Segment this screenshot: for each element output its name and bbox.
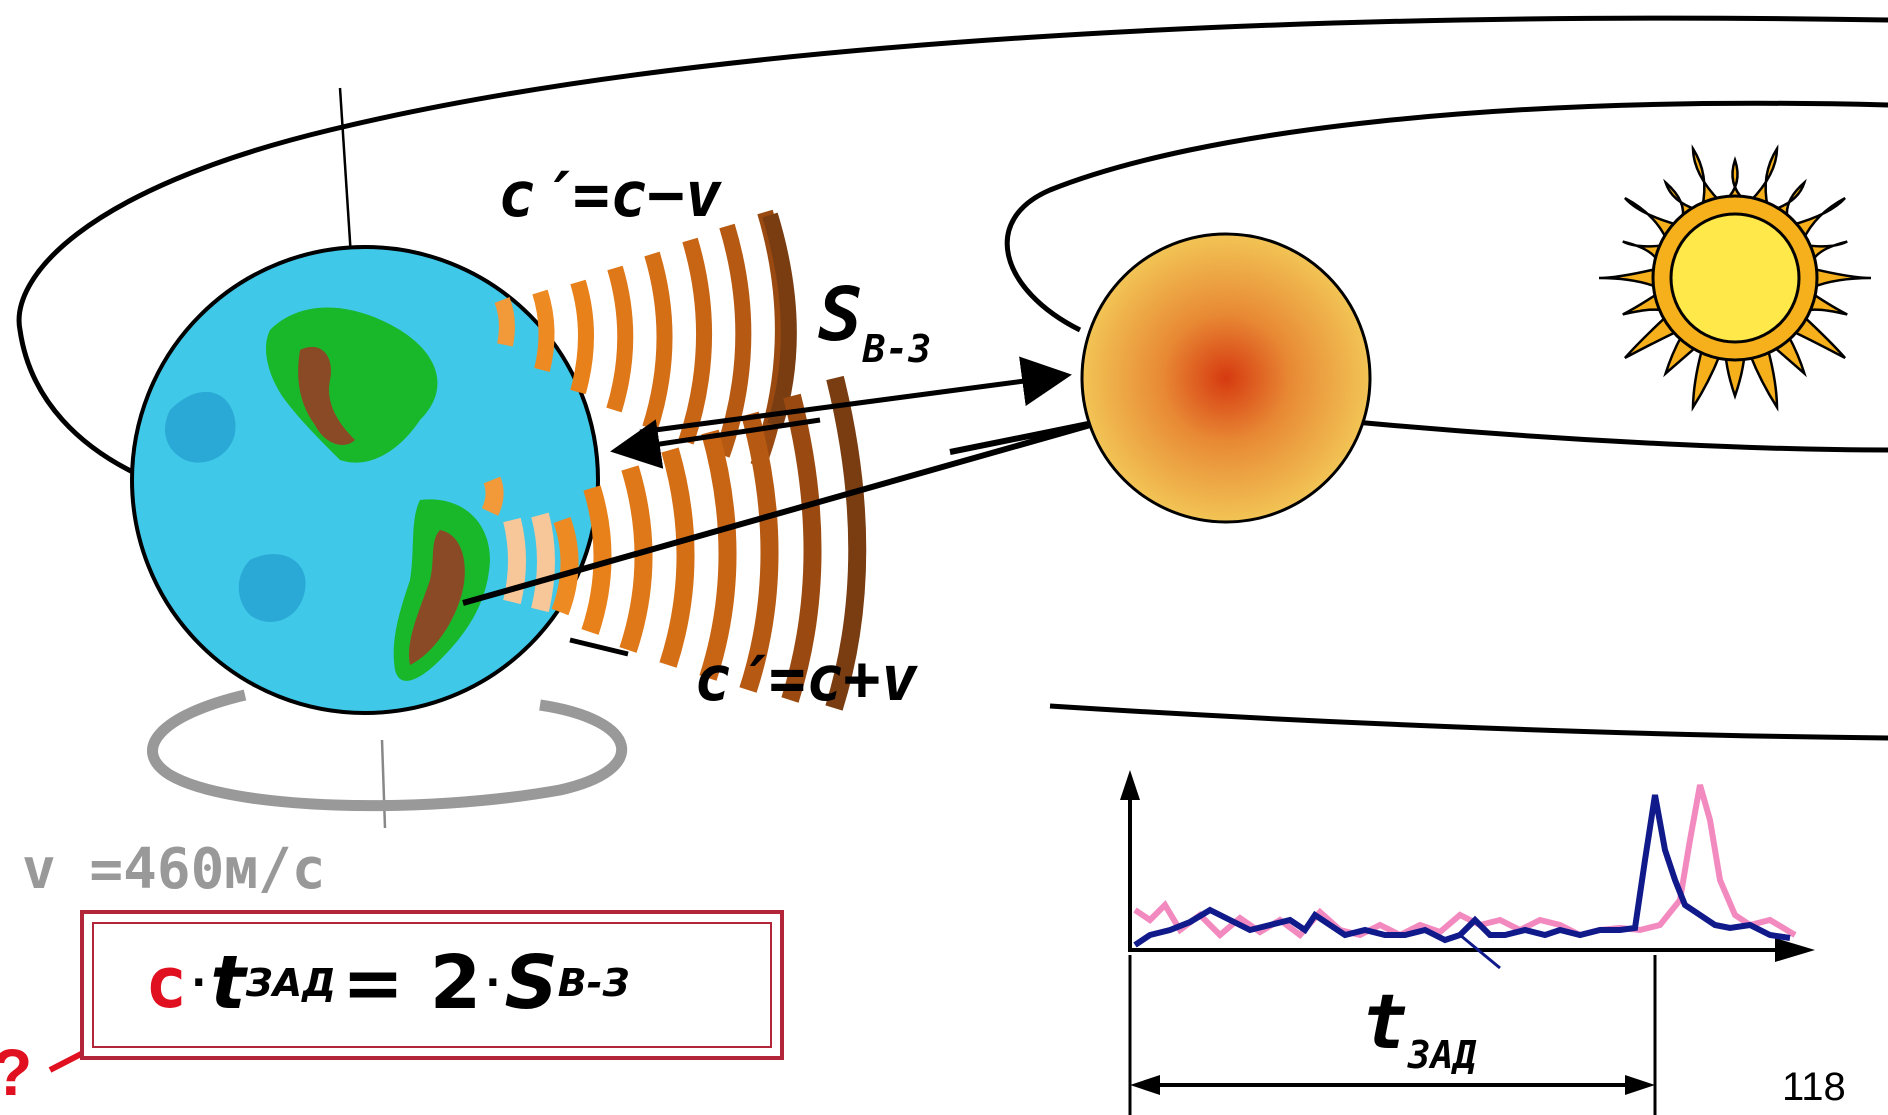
label-c-minus-v: c′=c−v xyxy=(498,158,723,231)
venus-orbit-lower xyxy=(1354,419,1888,453)
sun-ray xyxy=(1691,347,1722,412)
question-mark: ? xyxy=(0,1035,32,1109)
distance-arrow-out xyxy=(639,356,1072,435)
echo-curve-navy xyxy=(1133,794,1791,948)
page-number: 118 xyxy=(1782,1065,1846,1109)
sun-ray xyxy=(1724,354,1746,400)
sun-ray xyxy=(1790,196,1846,243)
formula-t-sub: ЗАД xyxy=(245,961,336,1005)
earth-orbit-lower xyxy=(1049,703,1888,741)
returning-waves xyxy=(481,375,867,711)
formula-c: c xyxy=(145,942,188,1024)
delay-formula: c · t ЗАД = 2 · S В-З xyxy=(145,940,630,1026)
formula-s: S xyxy=(504,940,558,1026)
sun-ray xyxy=(1624,196,1680,243)
venus-orbit xyxy=(1004,100,1888,333)
label-c-plus-v: c′=c+v xyxy=(694,642,919,715)
label-distance: SВ-З xyxy=(818,272,931,371)
sun-ray xyxy=(1811,267,1872,290)
formula-equals-two: = 2 xyxy=(341,940,482,1026)
sun-ray xyxy=(1598,267,1659,290)
rotation-ring xyxy=(147,689,628,812)
echo-tail xyxy=(1459,933,1501,970)
sun-ray xyxy=(1722,156,1748,202)
echo-plot: tЗАД xyxy=(1120,770,1815,1115)
label-delay-time: tЗАД xyxy=(1362,977,1477,1077)
sun-ray xyxy=(1622,240,1667,267)
sun-ray xyxy=(1748,347,1779,412)
sun-ray xyxy=(1622,291,1667,316)
sun-ray xyxy=(1790,314,1846,360)
sun-ray xyxy=(1691,144,1723,210)
formula-box xyxy=(80,910,784,1060)
sun-ray xyxy=(1747,144,1779,210)
earth xyxy=(130,245,600,715)
sun-ray xyxy=(1624,314,1680,360)
distance-arrow-back xyxy=(610,417,821,469)
formula-t: t xyxy=(210,940,246,1026)
label-velocity: v =460м/с xyxy=(22,837,325,902)
earth-axis-bottom xyxy=(380,739,387,829)
earth-tangent xyxy=(569,637,629,657)
earth-axis-top xyxy=(338,87,354,273)
venus xyxy=(1080,232,1372,524)
formula-s-sub: В-З xyxy=(557,961,630,1005)
sun-icon xyxy=(1598,144,1872,412)
outgoing-waves xyxy=(494,209,797,469)
earth-orbit xyxy=(16,15,1888,483)
